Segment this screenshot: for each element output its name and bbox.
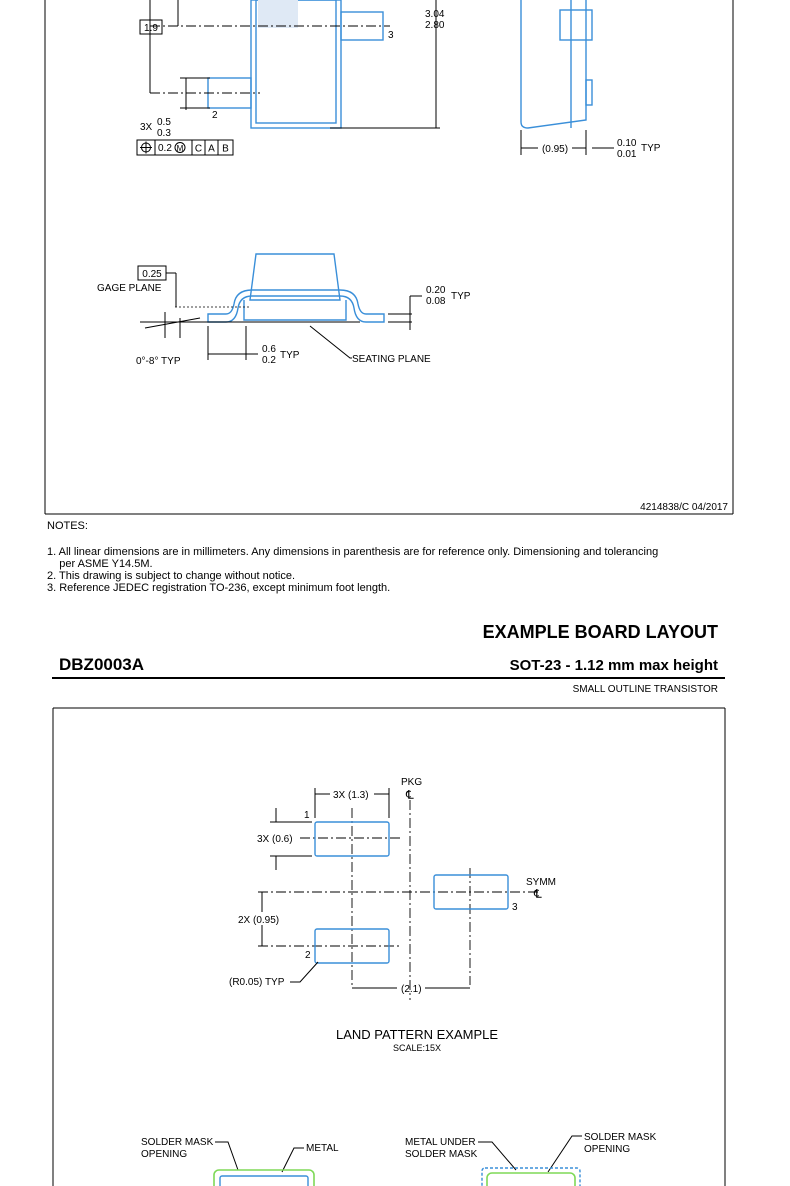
smd-left-label-2: OPENING [141, 1149, 187, 1160]
dim-025: 0.25 [142, 269, 162, 280]
note-3: 3. Reference JEDEC registration TO-236, … [47, 582, 391, 594]
land-pattern: PKG ℄ 3X (1.3) 1 3X (0.6) SYMM ℄ 3 2X (0… [229, 777, 556, 1053]
pin-2-label: 2 [212, 110, 218, 121]
dim-3x-0-6: 3X (0.6) [257, 834, 293, 845]
notes-heading: NOTES: [47, 520, 88, 532]
angle-label: 0°-8° TYP [136, 356, 181, 367]
dim-2-1: (2.1) [401, 984, 422, 995]
package-description: SOT-23 - 1.12 mm max height [510, 657, 718, 674]
typ-label-3: TYP [451, 291, 471, 302]
dim-0-01: 0.01 [617, 149, 637, 160]
top-view: 1.9 3.04 2.80 3 2 3X 0.5 0.3 0.2 M C A B [136, 0, 445, 156]
dim-2x-0-95: 2X (0.95) [238, 915, 279, 926]
pin-3-label: 3 [388, 30, 394, 41]
mask-opening-right [486, 1172, 576, 1186]
smd-right-label-2: SOLDER MASK [405, 1149, 478, 1160]
part-number: DBZ0003A [59, 655, 144, 674]
dim-095: (0.95) [542, 144, 568, 155]
fcf-datum-a: A [208, 144, 215, 155]
note-1-cont: per ASME Y14.5M. [47, 558, 153, 570]
lower-frame [52, 707, 726, 1186]
document-id: 4214838/C 04/2017 [640, 502, 728, 513]
smd-right-label-4: OPENING [584, 1144, 630, 1155]
note-2: 2. This drawing is subject to change wit… [47, 570, 296, 582]
metal-label: METAL [306, 1143, 339, 1154]
dim-2-80: 2.80 [425, 20, 445, 31]
symm-label: SYMM [526, 877, 556, 888]
dim-0-6: 0.6 [262, 344, 276, 355]
fcf-datum-b: B [222, 144, 229, 155]
dim-0-20: 0.20 [426, 285, 446, 296]
smd-left-label-1: SOLDER MASK [141, 1137, 214, 1148]
section-title: EXAMPLE BOARD LAYOUT [483, 622, 718, 642]
symm-centerline-icon: ℄ [533, 887, 542, 901]
dim-0-2: 0.2 [262, 355, 276, 366]
gage-detail: 0.25 GAGE PLANE 0°-8° TYP 0.6 0.2 TYP SE… [97, 253, 471, 367]
dim-0-3: 0.3 [157, 128, 171, 139]
note-1: 1. All linear dimensions are in millimet… [47, 546, 659, 558]
dim-0-08: 0.08 [426, 296, 446, 307]
gage-plane-label: GAGE PLANE [97, 283, 162, 294]
pad-3-label: 3 [512, 902, 518, 913]
metal-under-mask [481, 1167, 581, 1186]
pad-1 [314, 821, 390, 857]
package-type: SMALL OUTLINE TRANSISTOR [573, 684, 718, 695]
dim-3x-1-3: 3X (1.3) [333, 790, 369, 801]
dim-0-10: 0.10 [617, 138, 637, 149]
typ-label-2: TYP [280, 350, 300, 361]
pad-1-label: 1 [304, 810, 310, 821]
mask-opening-left [213, 1169, 315, 1186]
pkg-centerline-icon: ℄ [405, 788, 414, 802]
smd-right-label-1: METAL UNDER [405, 1137, 476, 1148]
land-pattern-title: LAND PATTERN EXAMPLE [336, 1027, 498, 1042]
radius-label: (R0.05) TYP [229, 977, 285, 988]
side-view: (0.95) 0.10 0.01 TYP [520, 0, 661, 160]
smd-right-label-3: SOLDER MASK [584, 1132, 657, 1143]
land-pattern-scale: SCALE:15X [393, 1043, 441, 1053]
pad-2 [314, 928, 390, 964]
dim-3-04: 3.04 [425, 9, 445, 20]
upper-frame: 4214838/C 04/2017 [44, 0, 734, 515]
seating-plane-label: SEATING PLANE [352, 354, 431, 365]
dim-0-5: 0.5 [157, 117, 171, 128]
dim-1-9: 1.9 [144, 23, 158, 34]
fcf-mmc: M [177, 144, 184, 153]
notes-section: NOTES: 1. All linear dimensions are in m… [47, 520, 727, 594]
dim-3x: 3X [140, 122, 153, 133]
fcf-datum-c: C [195, 144, 202, 155]
pad-3 [433, 874, 509, 910]
pkg-label: PKG [401, 777, 422, 788]
page-header: EXAMPLE BOARD LAYOUT DBZ0003A SOT-23 - 1… [52, 622, 725, 695]
metal-pad-left [219, 1175, 309, 1186]
pad-2-label: 2 [305, 950, 311, 961]
typ-label: TYP [641, 143, 661, 154]
solder-mask-details: SOLDER MASK OPENING METAL METAL UNDER SO… [141, 1132, 657, 1186]
fcf-tolerance: 0.2 [158, 143, 172, 154]
